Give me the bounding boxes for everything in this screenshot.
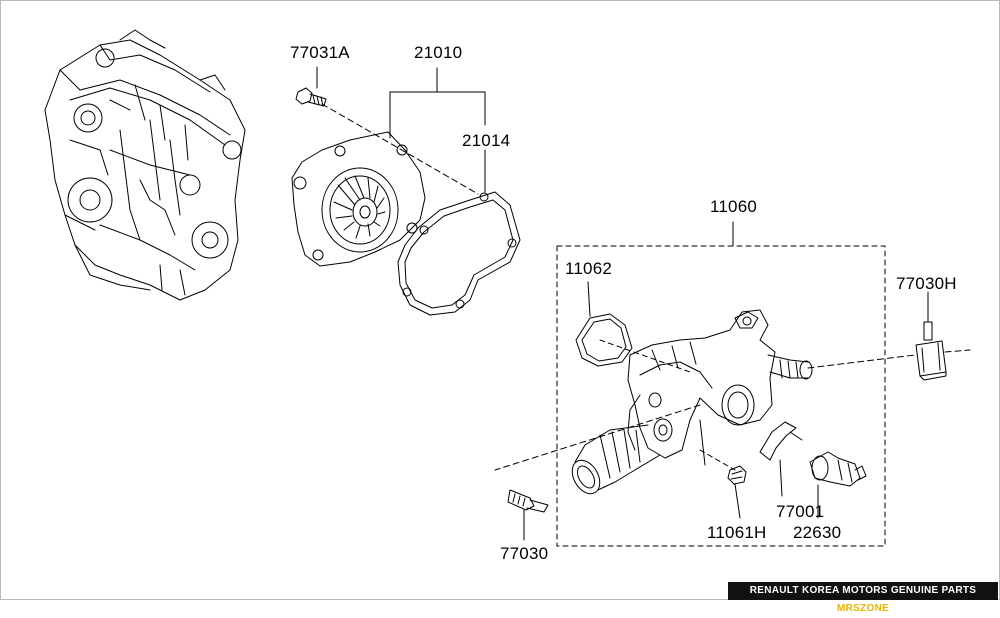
leader-lines-top (321, 67, 486, 195)
assembly-11060-frame (556, 221, 886, 547)
parts-diagram-canvas (0, 0, 1000, 600)
sensor-77030H-illustration (915, 321, 947, 381)
part-label-21014: 21014 (462, 131, 511, 150)
footer-brand-text: MRSZONE (836, 603, 890, 614)
footer-main-text: RENAULT KOREA MOTORS GENUINE PARTS (749, 585, 977, 596)
engine-assembly-illustration (44, 29, 246, 301)
gasket-21014-illustration (397, 191, 521, 316)
clip-77001-illustration (759, 421, 803, 461)
watermark-footer: RENAULT KOREA MOTORS GENUINE PARTS MRSZO… (728, 582, 998, 614)
gasket-11062-illustration (575, 281, 691, 373)
part-label-11060: 11060 (710, 197, 758, 216)
part-label-22630: 22630 (793, 523, 842, 542)
part-label-77031A: 77031A (290, 43, 350, 62)
part-label-11062: 11062 (565, 259, 613, 278)
water-pump-illustration (291, 131, 426, 267)
diagram-drawing (44, 29, 971, 547)
bolt-77030-illustration (507, 489, 549, 513)
leader-lines-11060 (494, 291, 971, 541)
part-label-77030: 77030 (500, 544, 549, 563)
part-label-21010: 21010 (414, 43, 463, 62)
bolt-77031A-illustration (295, 66, 327, 107)
sensor-22630-illustration (809, 451, 867, 487)
part-label-77030H: 77030H (896, 274, 957, 293)
thermostat-housing-illustration (571, 309, 813, 495)
part-label-77001: 77001 (776, 502, 825, 521)
nut-11061H-illustration (727, 465, 747, 485)
part-label-11061H: 11061H (707, 523, 767, 542)
